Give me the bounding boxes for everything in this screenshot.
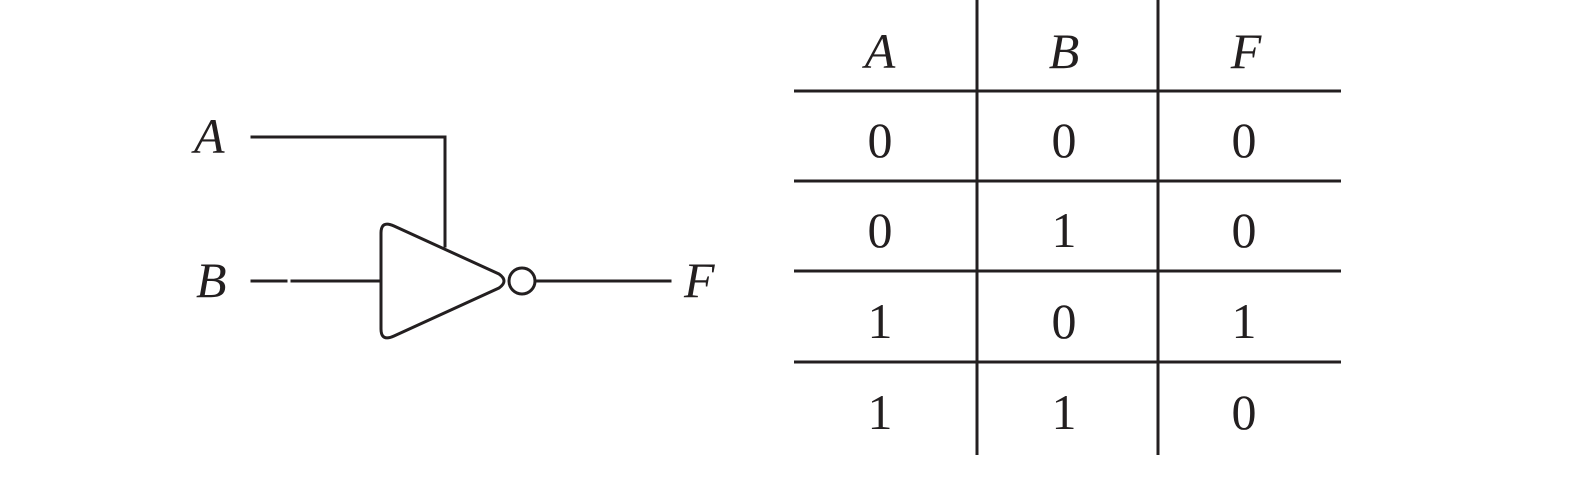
table-cell: 0: [1052, 293, 1077, 349]
table-cell: 1: [1052, 202, 1077, 258]
inversion-bubble: [507, 266, 537, 296]
table-cell: 1: [868, 293, 893, 349]
logic-circuit: [250, 135, 672, 340]
table-cell: 0: [868, 202, 893, 258]
table-cell: 1: [868, 384, 893, 440]
truth-table-grid: [794, 0, 1341, 455]
table-cell: 1: [1232, 293, 1257, 349]
input-b-label: B: [196, 252, 227, 308]
header-cell-b: B: [1049, 23, 1080, 79]
header-cell-f: F: [1230, 23, 1262, 79]
table-cell: 1: [1052, 384, 1077, 440]
buffer-gate-symbol: [379, 222, 506, 340]
header-cell-a: A: [862, 23, 896, 79]
table-cell: 0: [1232, 112, 1257, 168]
table-row: 1 1 0: [868, 384, 1257, 440]
output-f-label: F: [683, 252, 715, 308]
table-row: 0 1 0: [868, 202, 1257, 258]
input-a-wire: [250, 135, 447, 248]
truth-table-body: 0 0 0 0 1 0 1 0 1 1 1 0: [868, 112, 1257, 440]
input-a-label: A: [191, 108, 225, 164]
table-cell: 0: [1052, 112, 1077, 168]
truth-table-header: A B F: [862, 23, 1262, 79]
table-cell: 0: [1232, 202, 1257, 258]
table-row: 0 0 0: [868, 112, 1257, 168]
table-cell: 0: [868, 112, 893, 168]
table-row: 1 0 1: [868, 293, 1257, 349]
table-cell: 0: [1232, 384, 1257, 440]
